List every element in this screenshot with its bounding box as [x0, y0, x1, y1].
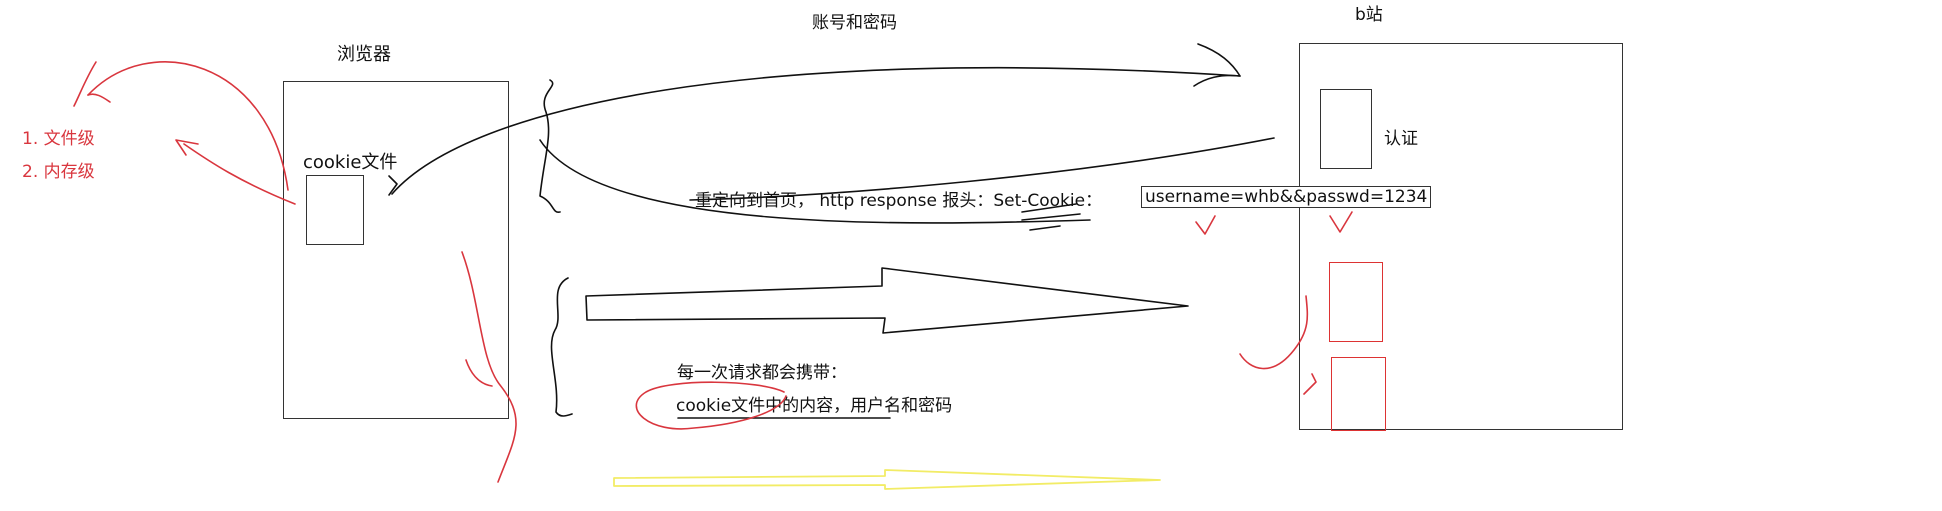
auth-label: 认证 — [1384, 129, 1418, 149]
red-arrowhead-left — [175, 139, 199, 156]
hollow-arrow — [585, 267, 1189, 334]
cookie-value: username=whb&&passwd=1234 — [1141, 186, 1432, 208]
every-request-line1: 每一次请求都会携带： — [677, 363, 847, 383]
cookie-file-box — [306, 175, 364, 245]
cookie-file-label: cookie文件 — [303, 152, 398, 173]
bilibili-label: b站 — [1355, 5, 1383, 25]
red-tick-1 — [1195, 215, 1216, 235]
red-line-to-memory-level — [183, 143, 296, 205]
request-curve — [391, 66, 1241, 195]
browser-label: 浏览器 — [337, 44, 391, 65]
request-arrowhead — [1193, 43, 1241, 87]
session-box-2 — [1331, 357, 1386, 431]
brace-upper — [539, 79, 561, 213]
session-box-1 — [1329, 262, 1383, 342]
red-arrowhead-top — [73, 61, 111, 107]
redirect-label: 重定向到首页， http response 报头：Set-Cookie： — [695, 191, 1103, 211]
cookie-type-file: 1. 文件级 — [22, 129, 95, 149]
auth-box — [1320, 89, 1372, 169]
red-curve-to-file-level — [87, 61, 289, 191]
account-password-label: 账号和密码 — [812, 13, 897, 33]
every-request-line2: cookie文件中的内容，用户名和密码 — [676, 396, 953, 416]
brace-lower — [550, 277, 573, 417]
yellow-arrow — [613, 469, 1161, 490]
cookie-type-memory: 2. 内存级 — [22, 162, 95, 182]
browser-box — [283, 81, 509, 419]
red-tick-3 — [1239, 295, 1309, 370]
bilibili-box — [1299, 43, 1623, 430]
